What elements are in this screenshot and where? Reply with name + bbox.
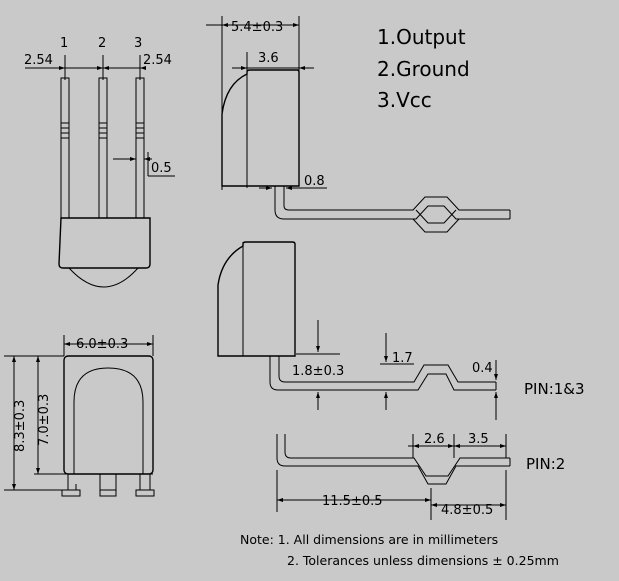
lead-length-label: 11.5±0.5 xyxy=(322,494,383,509)
front-pin-mid xyxy=(99,474,117,491)
side-lead-upper xyxy=(283,186,510,211)
pin-stripes xyxy=(61,122,144,139)
height-body-label: 7.0±0.3 xyxy=(37,394,52,446)
note-line-1: Note: 1. All dimensions are in millimete… xyxy=(240,532,498,547)
arrow xyxy=(97,66,103,70)
note-line-2: 2. Tolerances unless dimensions ± 0.25mm xyxy=(287,553,559,568)
pin2-label: PIN:2 xyxy=(526,455,565,473)
pin13-lead-lower xyxy=(269,356,496,391)
arrow xyxy=(103,66,109,70)
front-pin-view: 1 2 3 2.54 2.54 0.5 xyxy=(24,36,175,288)
legend-vcc: 3.Vcc xyxy=(377,88,432,112)
side-body xyxy=(221,69,300,187)
pin-number-2: 2 xyxy=(98,36,106,51)
side-view-top: 5.4±0.3 3.6 0.8 1.Output 2.Ground 3.Vcc xyxy=(206,16,511,233)
end-length-label: 4.8±0.5 xyxy=(441,503,493,518)
offset-label: 0.4 xyxy=(472,361,493,376)
pitch-right-label: 2.54 xyxy=(143,53,172,68)
lead-thickness-label: 0.8 xyxy=(304,174,325,189)
pin-2-lead xyxy=(98,77,108,219)
overall-width-label: 5.4±0.3 xyxy=(231,20,283,35)
pin2-lead-upper xyxy=(276,434,510,485)
pin-number-1: 1 xyxy=(60,36,68,51)
pin2-lead-lower xyxy=(284,434,510,477)
lead-forming-pin2: 2.6 3.5 PIN:2 11.5±0.5 4.8±0.5 xyxy=(276,432,565,520)
lead-width-label: 0.5 xyxy=(151,161,172,176)
body-block xyxy=(58,217,151,269)
pin13-lead-upper xyxy=(278,356,496,383)
pitch-left-label: 2.54 xyxy=(24,53,53,68)
pin-number-3: 3 xyxy=(134,36,142,51)
arrow xyxy=(59,66,65,70)
pin-3-lead xyxy=(135,77,145,219)
side-body-lower xyxy=(217,241,296,357)
front-outline-view: 6.0±0.3 8.3±0.3 7.0±0.3 xyxy=(4,335,155,497)
body-width-label: 3.6 xyxy=(258,51,279,66)
kink-width-label: 2.6 xyxy=(424,432,445,447)
legend-output: 1.Output xyxy=(377,25,466,49)
pin-1-lead xyxy=(60,77,70,219)
front-lens-outline xyxy=(73,367,144,474)
height-total-label: 8.3±0.3 xyxy=(13,400,28,452)
lens-dome xyxy=(68,267,139,288)
front-pin-right xyxy=(139,474,151,491)
kink-height-label: 1.7 xyxy=(392,351,413,366)
pin13-label: PIN:1&3 xyxy=(524,380,585,398)
kink-to-end-label: 3.5 xyxy=(468,432,489,447)
arrow xyxy=(140,66,146,70)
lead-forming-pin13: 1.8±0.3 1.7 0.4 PIN:1&3 xyxy=(217,241,585,420)
front-pin-left xyxy=(67,474,77,491)
bend-height-label: 1.8±0.3 xyxy=(292,364,344,379)
legend-ground: 2.Ground xyxy=(377,57,470,81)
front-body xyxy=(63,355,154,475)
side-lead-lower xyxy=(274,186,510,220)
